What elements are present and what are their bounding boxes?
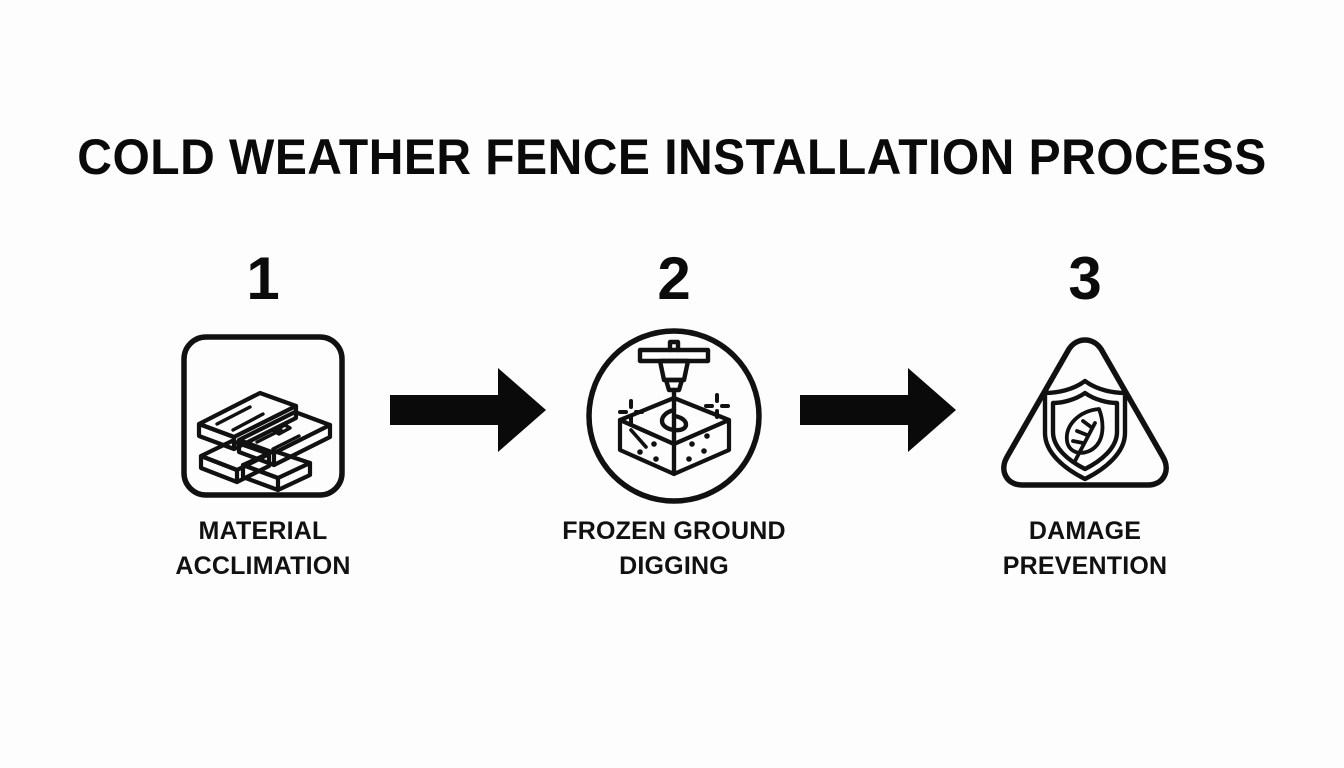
arrow-right-icon: [800, 368, 956, 452]
step-2-label: FROZEN GROUND DIGGING: [524, 514, 824, 584]
lumber-stack-icon: [181, 334, 345, 498]
step-2-label-line-2: DIGGING: [619, 552, 729, 580]
leaf-glyph: [1065, 407, 1105, 463]
ground-speckles: [637, 433, 710, 462]
rounded-triangle-frame: [1001, 337, 1169, 488]
circle-frame: [586, 328, 762, 504]
sparkle-icon-left: [618, 399, 644, 425]
shield-inner-outline: [1050, 390, 1120, 472]
step-1-label-line-1: MATERIAL: [198, 517, 328, 545]
process-steps: 1: [0, 246, 1344, 596]
step-1-label-line-2: ACCLIMATION: [175, 552, 351, 580]
step-number-1: 1: [246, 245, 280, 312]
page-title: COLD WEATHER FENCE INSTALLATION PROCESS: [77, 129, 1267, 185]
step-1-label: MATERIAL ACCLIMATION: [113, 514, 413, 584]
step-3-icon-frame: [935, 332, 1235, 500]
sparkle-icon-right: [704, 393, 730, 419]
rounded-square-frame: [181, 334, 345, 498]
connector-arrow-1: [388, 362, 548, 458]
process-step-1: 1: [113, 246, 413, 596]
arrow-right-icon: [390, 368, 546, 452]
process-step-3: 3: [935, 246, 1235, 596]
step-2-label-line-1: FROZEN GROUND: [562, 517, 786, 545]
step-3-label-line-2: PREVENTION: [1002, 552, 1168, 580]
step-number-3: 3: [1068, 245, 1102, 312]
lumber-boards-group: [196, 390, 333, 493]
step-number-2: 2: [657, 245, 691, 312]
step-3-label-line-1: DAMAGE: [1028, 517, 1142, 545]
shield-outer-outline: [1042, 378, 1128, 482]
process-step-2: 2: [524, 246, 824, 596]
step-2-icon-frame: [524, 328, 824, 504]
drill-auger: [637, 339, 711, 443]
shield-leaf-icon: [1001, 337, 1169, 488]
step-1-icon-frame: [113, 332, 413, 500]
auger-drill-frozen-ground-icon: [586, 328, 762, 504]
step-3-label: DAMAGE PREVENTION: [935, 514, 1235, 584]
connector-arrow-2: [798, 362, 958, 458]
